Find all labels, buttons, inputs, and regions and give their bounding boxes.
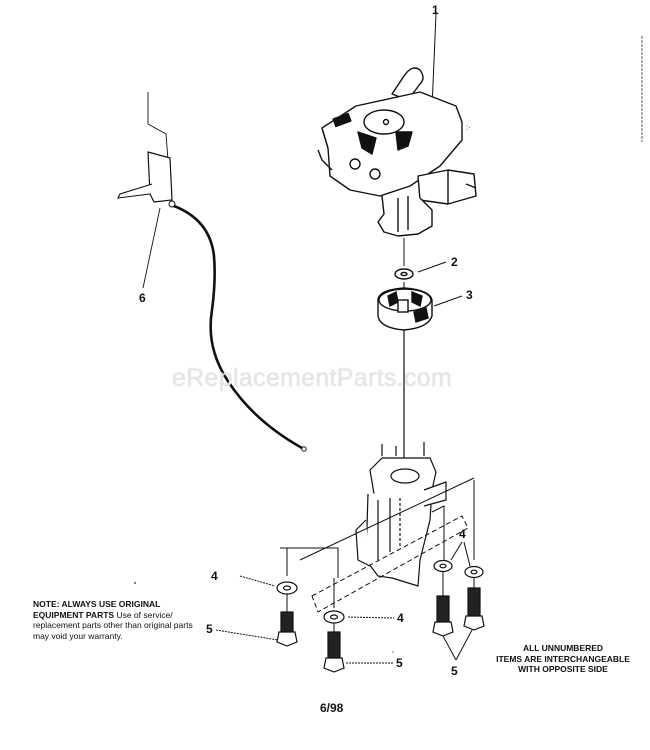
callout-1-engine: 1 (432, 3, 439, 17)
adapter-ring-3 (377, 287, 463, 331)
engine-illustration: :· (317, 13, 477, 237)
right-fastener-stacks (432, 541, 485, 661)
original-parts-note: NOTE: ALWAYS USE ORIGINAL EQUIPMENT PART… (33, 599, 208, 641)
watermark: eReplacementParts.com (172, 364, 453, 392)
callout-4-washers-right: 4 (459, 527, 466, 541)
callout-4-washer-left: 4 (211, 569, 218, 583)
left-fastener-stack (215, 548, 298, 647)
callout-5-bolt-center: 5 (396, 656, 403, 670)
page-date-code: 6/98 (320, 701, 344, 715)
callout-3-adapter: 3 (466, 288, 473, 302)
center-fastener-stack (323, 578, 395, 673)
callout-5-bolt-left: 5 (206, 622, 213, 636)
interchangeable-items-note: ALL UNNUMBERED ITEMS ARE INTERCHANGEABLE… (468, 643, 650, 675)
note-heading: NOTE: ALWAYS USE ORIGINAL EQUIPMENT PART… (33, 599, 161, 620)
control-cable-6 (117, 92, 307, 452)
washer-2 (394, 261, 447, 280)
interchange-line-2: ITEMS ARE INTERCHANGEABLE (496, 653, 630, 664)
note-body: Use of service/ replacement parts other … (33, 609, 193, 641)
interchange-line-3: WITH OPPOSITE SIDE (518, 664, 608, 674)
svg-text::·: :· (466, 123, 471, 132)
interchange-line-1: ALL UNNUMBERED (522, 643, 604, 653)
callout-6-control-cable: 6 (139, 291, 146, 305)
drive-housing (280, 442, 475, 613)
callout-5-bolts-right: 5 (451, 664, 458, 678)
callout-2-washer: 2 (451, 255, 458, 269)
callout-4-washer-center: 4 (397, 611, 404, 625)
